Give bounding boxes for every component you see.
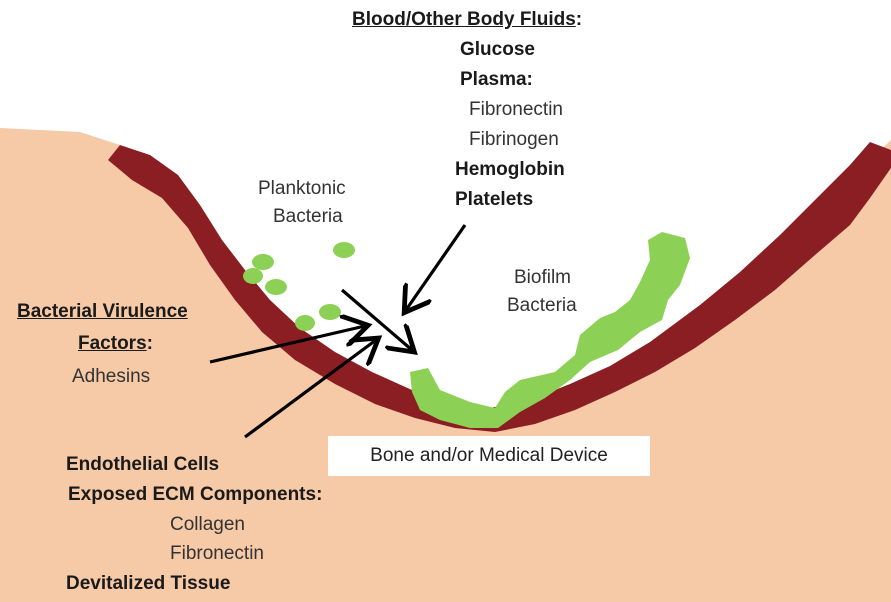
bacterium: [252, 254, 274, 270]
fibrinogen-label: Fibrinogen: [469, 129, 559, 151]
bacterium: [333, 242, 355, 258]
fluids-heading: Blood/Other Body Fluids:: [352, 9, 582, 31]
virulence-heading-line2: Factors:: [78, 333, 153, 355]
biofilm-label-line2: Bacteria: [507, 295, 577, 317]
plankton-arrow: [342, 290, 412, 350]
ecm-label: Exposed ECM Components:: [68, 484, 322, 506]
planktonic-label-line1: Planktonic: [258, 178, 346, 200]
platelets-label: Platelets: [455, 189, 533, 211]
host-fibronectin-label: Fibronectin: [170, 543, 264, 565]
bacterium: [265, 279, 287, 295]
glucose-label: Glucose: [460, 39, 535, 61]
planktonic-label-line2: Bacteria: [273, 206, 343, 228]
plasma-label: Plasma:: [460, 69, 533, 91]
bacterium: [295, 315, 315, 331]
bone-device-label: Bone and/or Medical Device: [328, 436, 650, 476]
virulence-heading-line1: Bacterial Virulence: [17, 301, 188, 323]
adhesins-label: Adhesins: [72, 366, 150, 388]
fluids-arrow: [406, 225, 465, 310]
fibronectin-label: Fibronectin: [469, 99, 563, 121]
biofilm-label-line1: Biofilm: [514, 267, 571, 289]
bacterium: [243, 268, 263, 284]
bacterium: [319, 304, 341, 320]
collagen-label: Collagen: [170, 514, 245, 536]
hemoglobin-label: Hemoglobin: [455, 159, 565, 181]
tissue-surface: [0, 128, 891, 602]
endothelial-label: Endothelial Cells: [66, 454, 219, 476]
devitalized-label: Devitalized Tissue: [66, 573, 230, 595]
